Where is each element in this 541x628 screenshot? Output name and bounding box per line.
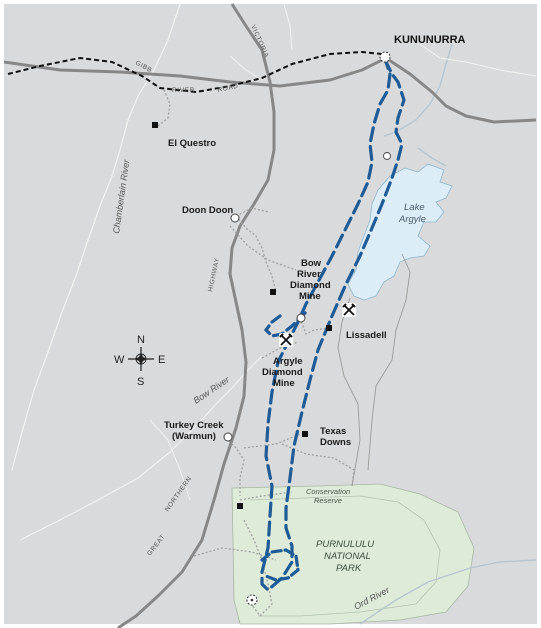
great-northern-highway (117, 3, 276, 628)
turkey-creek-label-1: Turkey Creek (164, 420, 224, 431)
texas-downs-label-2: Downs (320, 437, 351, 448)
purnululu-label-1: PURNULULU (316, 539, 374, 550)
bow-river-mine-label-1: Bow (301, 258, 322, 269)
ord-river-line (337, 253, 411, 487)
conservation-reserve-area (231, 483, 475, 625)
argyle-mine-icon (279, 333, 293, 347)
bow-river-mine-label-2: River (297, 269, 321, 280)
waypoint-marker-north (383, 152, 391, 160)
compass-rose: N S W E (114, 334, 165, 388)
argyle-mine-label-2: Diamond (262, 367, 303, 378)
argyle-mine-label-1: Argyle (273, 356, 303, 367)
compass-e: E (158, 354, 165, 366)
texas-downs-marker (302, 431, 308, 437)
argyle-mine-label-3: Mine (273, 378, 295, 389)
conservation-label-2: Reserve (314, 496, 342, 505)
ord-river-south (359, 559, 537, 625)
purnululu-label-3: PARK (336, 563, 362, 574)
route-loop-purnululu (260, 548, 300, 582)
route-line (260, 54, 406, 592)
lake-argyle (347, 163, 453, 301)
argyle-waypoint-marker (296, 313, 306, 323)
compass-w: W (114, 354, 125, 366)
road-label-road: ROAD (217, 83, 239, 94)
tracks (157, 89, 355, 618)
bow-river (19, 355, 263, 541)
chamberlain-river (11, 3, 181, 471)
park-boundary (249, 495, 441, 617)
texas-downs-label-1: Texas (320, 426, 346, 437)
road-label-river: RIVER (172, 87, 195, 94)
doon-doon-marker (230, 213, 240, 223)
lissadell-marker (326, 325, 332, 331)
doon-doon-label: Doon Doon (182, 205, 233, 216)
compass-s: S (137, 376, 144, 388)
victoria-highway (3, 56, 537, 124)
gibb-river-road (7, 50, 383, 94)
bow-river-mine-label-3: Diamond (290, 280, 331, 291)
compass-n: N (137, 334, 145, 346)
kununurra-marker (379, 51, 391, 63)
el-questro-label: El Questro (168, 138, 216, 149)
lake-argyle-label-2: Argyle (398, 214, 426, 225)
station-marker-south (237, 503, 243, 509)
conservation-label-1: Conservation (306, 487, 350, 496)
purnululu-label-2: NATIONAL (324, 551, 371, 562)
turkey-creek-marker (223, 432, 233, 442)
kununurra-label: KUNUNURRA (394, 34, 466, 46)
minor-rivers (149, 3, 537, 501)
el-questro-marker (152, 122, 158, 128)
turkey-creek-label-2: (Warmun) (172, 431, 216, 442)
bow-river-mine-label-4: Mine (299, 291, 321, 302)
lissadell-label: Lissadell (346, 330, 387, 341)
bow-river-mine-marker (270, 289, 276, 295)
purnululu-marker-dot (250, 598, 254, 602)
bow-river-mine-icon (342, 303, 356, 317)
lake-argyle-label-1: Lake (404, 202, 425, 213)
